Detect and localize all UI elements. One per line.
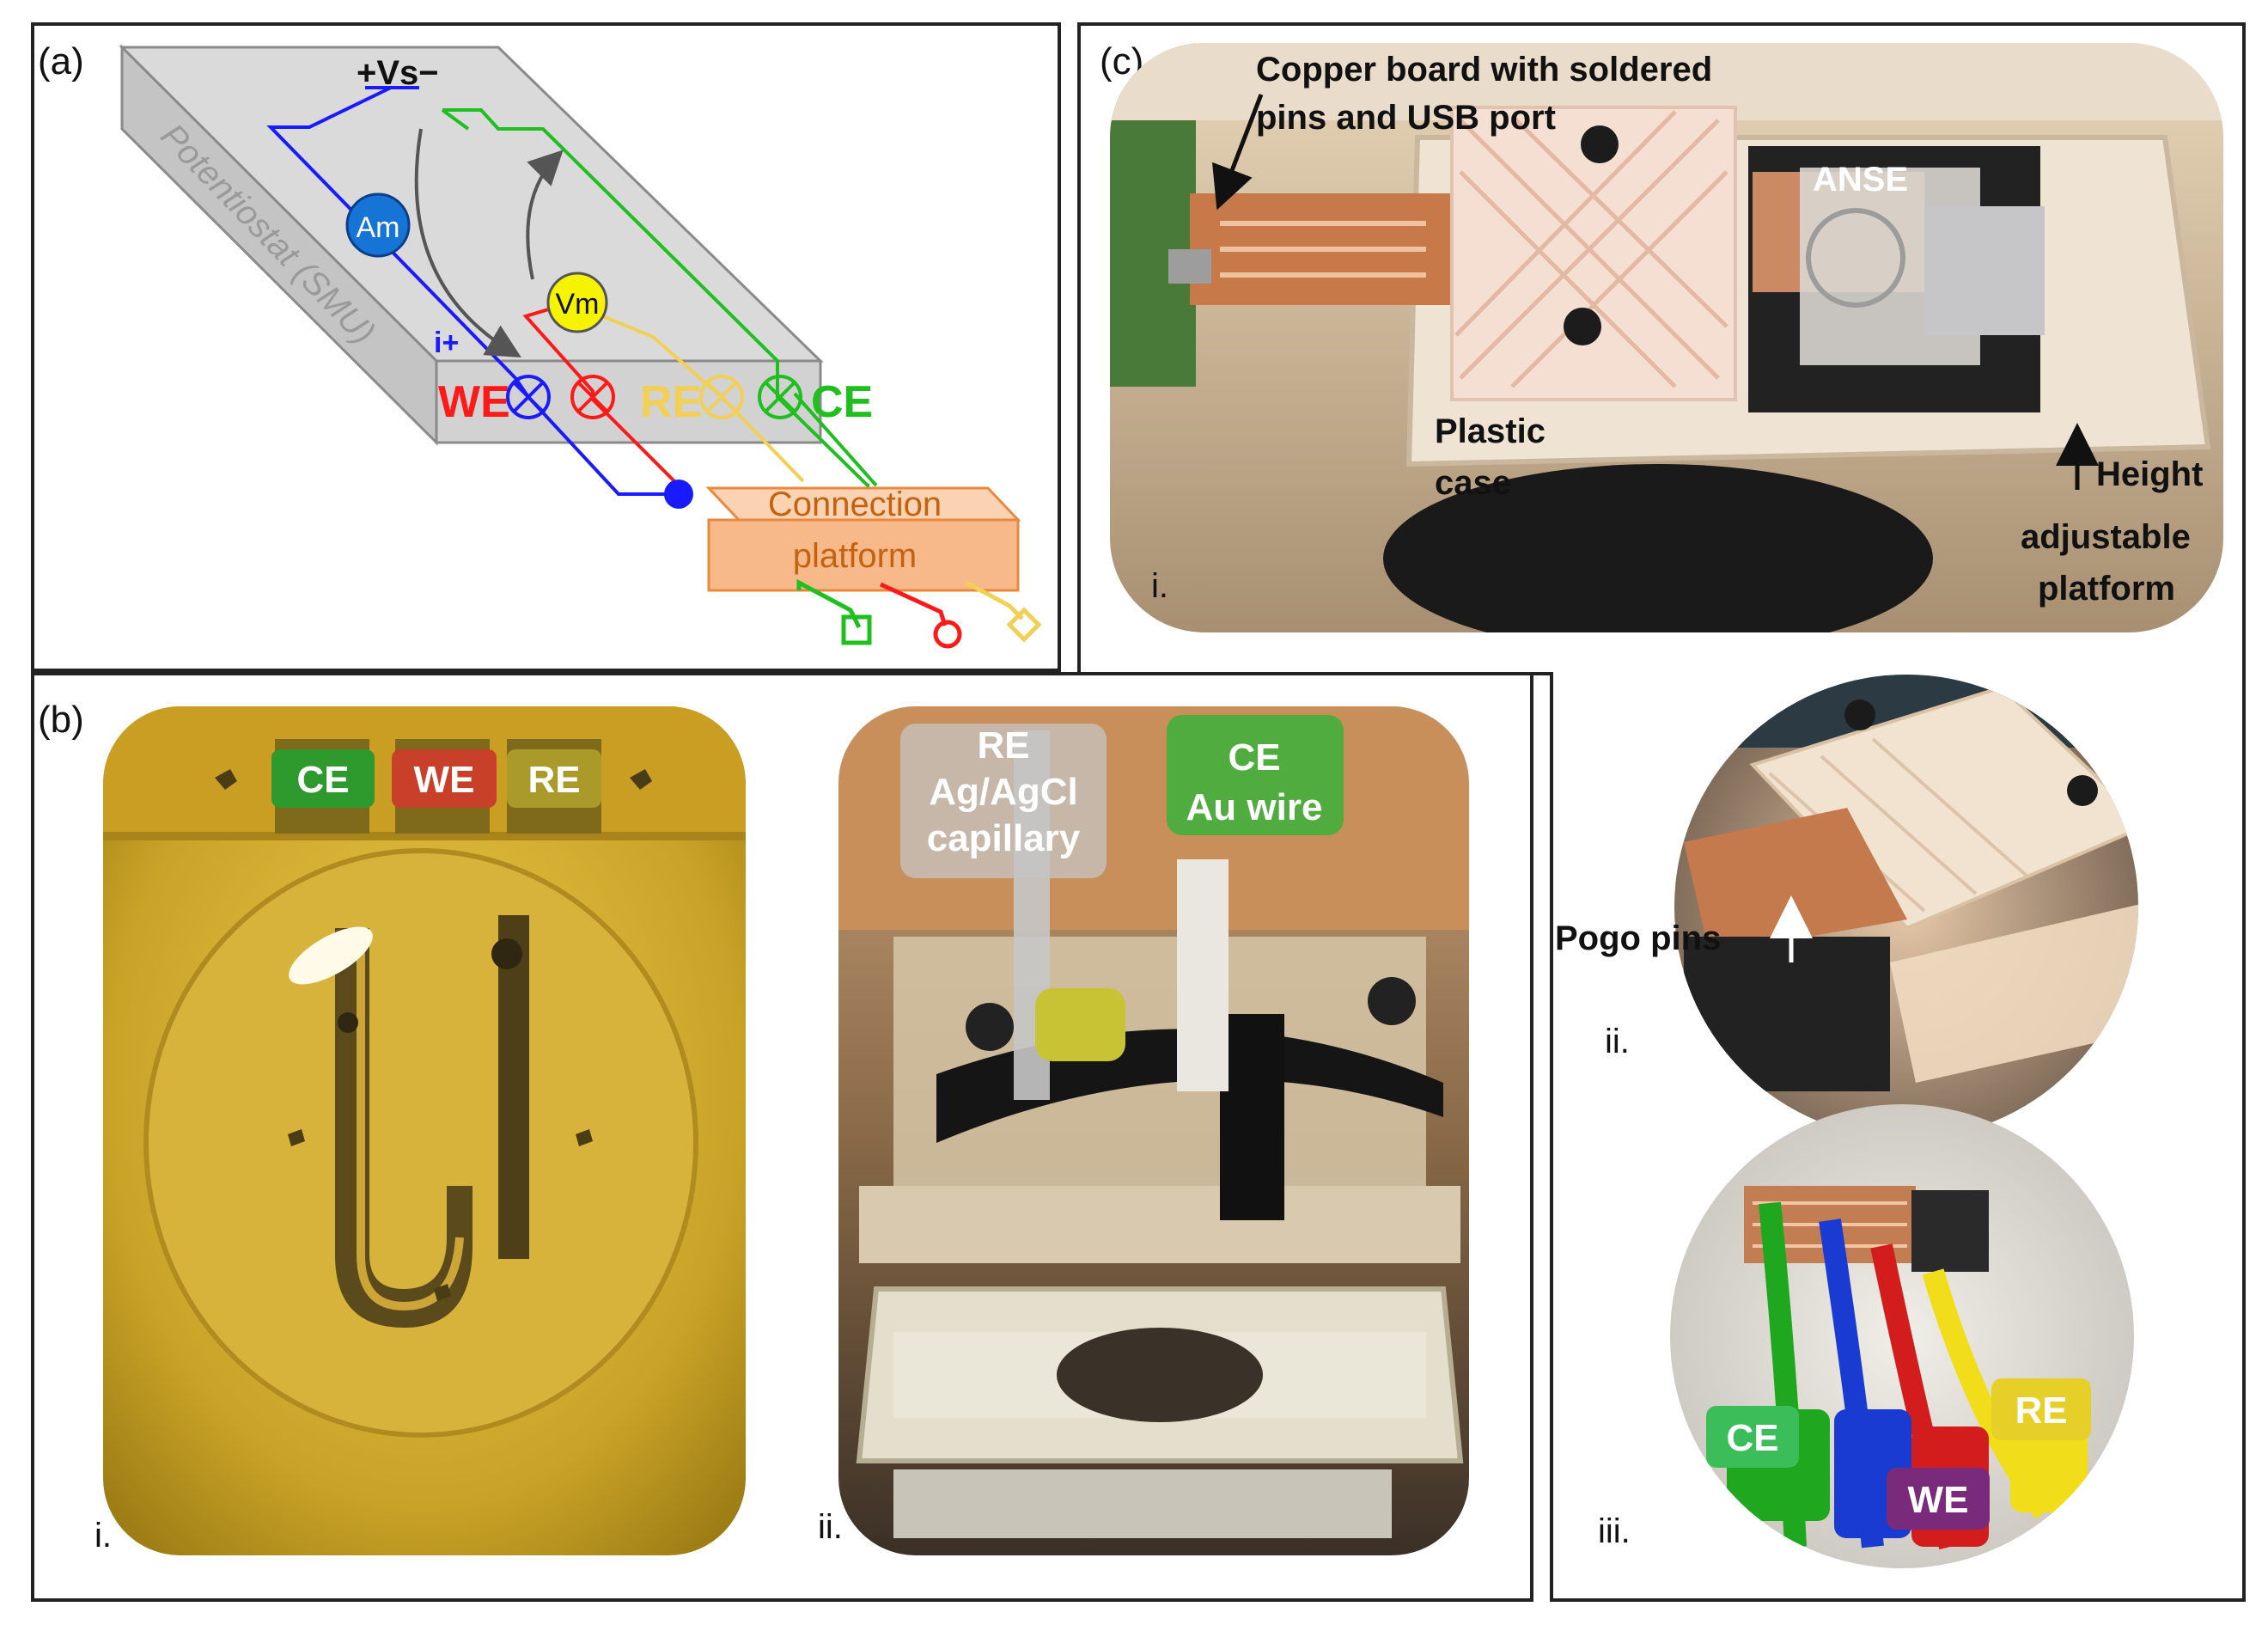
c-iii-ce-tag — [1706, 1406, 1799, 1468]
re-wire — [585, 308, 805, 483]
re-vm-wire — [522, 303, 680, 487]
ce-terminal-label: CE — [811, 377, 873, 427]
panel-a: (a) Potentiostat (SMU) +Vs− Am Vm i+ WE — [38, 40, 1042, 649]
b-ii-re-line3: capillary — [927, 817, 1081, 859]
height-label-line2: adjustable — [2021, 518, 2191, 556]
we-wire-path — [266, 86, 679, 496]
re-terminal-label: RE — [640, 377, 702, 427]
loop-arrow-left — [414, 128, 521, 358]
we-terminal-label: WE — [438, 377, 510, 427]
ce-wire — [442, 108, 869, 487]
potentiostat-front — [435, 359, 822, 444]
platform-front — [707, 518, 1020, 592]
b-ii-re-line1: RE — [977, 724, 1029, 767]
current-label: i+ — [434, 327, 459, 359]
b-ii-sublabel: ii. — [818, 1508, 843, 1546]
height-label-line3: platform — [2038, 570, 2175, 608]
height-label-line1: Height — [2096, 455, 2203, 493]
photo-b-i — [103, 706, 746, 1555]
re-output-circle — [933, 620, 962, 649]
b-i-ce-tag-text: CE — [296, 759, 349, 801]
copper-board-arrow — [1212, 94, 1264, 211]
panel-a-label: (a) — [38, 40, 84, 82]
c-iii-ce-tag-text: CE — [1726, 1417, 1778, 1459]
copper-board-label-line2: pins and USB port — [1256, 99, 1556, 137]
c-iii-re-tag-text: RE — [2015, 1390, 2067, 1432]
b-i-re-tag-text: RE — [527, 759, 580, 801]
ce-output-wire — [793, 392, 878, 487]
loop-arrow-right — [526, 150, 564, 280]
b-ii-ce-tag — [1167, 715, 1344, 835]
re-terminal-symbol — [699, 375, 744, 419]
junction-dot — [664, 480, 693, 509]
platform-label-line1: Connection — [768, 486, 942, 523]
copper-board-label-line1: Copper board with soldered — [1256, 51, 1712, 89]
photo-c-ii — [1674, 675, 2138, 1139]
c-iii-we-tag-text: WE — [1908, 1479, 1969, 1521]
panel-c-frame — [1077, 22, 2246, 1602]
anse-label: ANSE — [1813, 161, 1908, 199]
voltmeter-circle — [546, 272, 608, 333]
b-i-ce-tag — [271, 749, 375, 808]
supply-label: +Vs− — [357, 54, 439, 92]
ce-output-square — [841, 614, 872, 645]
ce-terminal-symbol — [758, 375, 802, 419]
b-ii-re-tag — [900, 724, 1107, 878]
re-vm-terminal-symbol — [570, 375, 615, 419]
ammeter-label: Am — [357, 211, 400, 244]
b-ii-ce-line1: CE — [1228, 736, 1280, 779]
b-i-re-tag — [507, 749, 601, 808]
panel-b-label: (b) — [38, 699, 84, 741]
photo-c-i — [1110, 43, 2223, 632]
pogo-pins-label: Pogo pins — [1555, 919, 1721, 957]
panel-a-frame — [31, 22, 1061, 672]
b-i-we-tag — [392, 749, 497, 808]
c-iii-we-tag — [1887, 1468, 1990, 1530]
panel-b: (b) CE WE RE i. — [38, 699, 1469, 1555]
c-ii-sublabel: ii. — [1605, 1023, 1630, 1060]
yellow-output-diamond — [1006, 607, 1042, 643]
ce-wire-tick — [441, 108, 470, 131]
ammeter-circle — [345, 192, 411, 258]
c-iii-sublabel: iii. — [1598, 1512, 1631, 1550]
c-i-sublabel: i. — [1151, 567, 1168, 605]
platform-label-line2: platform — [793, 537, 918, 575]
plastic-case-label-line2: case — [1435, 464, 1511, 502]
b-i-sublabel: i. — [94, 1517, 112, 1555]
c-iii-re-tag — [1991, 1378, 2091, 1440]
plastic-case-label-line1: Plastic — [1435, 412, 1546, 450]
panel-b-frame — [31, 672, 1533, 1602]
b-i-we-tag-text: WE — [414, 759, 475, 801]
b-ii-re-line2: Ag/AgCl — [929, 771, 1078, 813]
we-terminal-symbol — [506, 375, 551, 419]
b-ii-ce-line2: Au wire — [1186, 786, 1323, 828]
voltmeter-label: Vm — [556, 288, 600, 321]
